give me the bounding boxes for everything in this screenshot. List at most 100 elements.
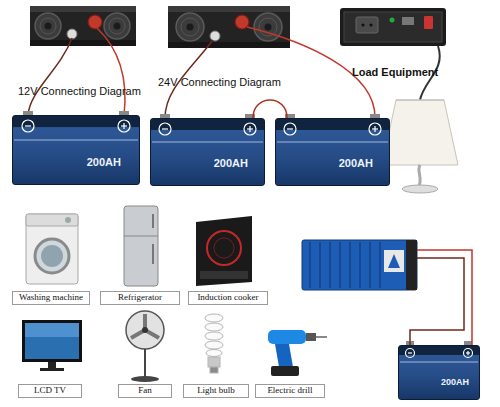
light-bulb [205,314,223,373]
inverter-front [424,16,433,29]
inverter-front [356,17,378,33]
inverter-blue [379,242,381,288]
inverter-front [369,23,372,26]
inverter-24v [168,6,290,48]
lcd-tv [25,323,79,337]
battery-stripe [152,142,263,143]
polarity-symbol [464,349,473,358]
washing-machine [41,245,63,267]
inverter-blue [388,254,400,268]
refrigerator [152,244,154,264]
inverter-12v [35,13,61,39]
electric-drill [316,336,327,338]
battery-box: 200AH [150,118,265,186]
inverter-blue [339,242,341,288]
polarity-symbol [22,120,34,132]
inverter-24v [235,15,249,29]
inverter-12v [104,13,130,39]
polarity-symbol [118,120,130,132]
polarity-symbol [466,352,470,353]
battery-stripe [400,362,478,363]
appliance-name: Induction cooker [197,293,258,303]
refrigerator [152,214,154,228]
induction-cooker [196,216,252,286]
polarity-symbol [22,120,473,358]
inverter-blue [369,242,371,288]
appliance-name: Fan [138,386,152,396]
lcd-tv [22,320,82,371]
polarity-symbol [123,123,124,129]
appliance-label-box: Induction cooker [188,291,268,305]
inverter-front [361,23,364,26]
polarity-symbol [287,128,293,129]
appliance-label-box: LCD TV [18,384,82,398]
battery-stripe [14,140,478,362]
washing-machine [65,217,71,223]
electric-drill [306,333,316,341]
inverter-24v [210,31,220,41]
inverter-front [340,8,446,46]
refrigerator [124,206,158,286]
polarity-symbol [244,123,256,135]
battery-box: 200AH [275,118,390,186]
diagram-label: Load Equipment [352,66,462,79]
washing-machine [26,214,78,284]
inverter-12v [45,23,52,30]
inverter-blue [309,242,311,288]
wire [410,250,472,345]
appliance-name: Refrigerator [118,293,162,303]
electric-drill [271,366,299,376]
inverter-24v [168,42,290,48]
light-bulb [205,341,223,349]
inverter-24v [168,6,290,12]
wire [97,28,125,115]
inverter-12v [30,6,136,12]
polarity-symbol [162,128,168,129]
lcd-tv [25,323,79,359]
lamp [402,185,438,193]
lamp [382,100,458,165]
wire [28,28,125,115]
fan [131,314,159,338]
wire [28,38,72,115]
polarity-symbol [159,123,171,135]
inverter-12v [40,18,56,34]
polarity-symbol [408,352,412,353]
lcd-tv [40,368,64,371]
inverter-blue [302,240,417,290]
washing-machine [26,214,78,284]
inverter-blue [406,240,417,290]
refrigerator [124,236,158,237]
inverter-front [402,17,414,25]
washing-machine [35,239,69,273]
battery-stripe [277,142,388,143]
inverter-12v [109,18,125,34]
inverter-24v [187,24,194,31]
appliance-label-box: Washing machine [12,291,90,305]
fan [142,327,148,333]
appliance-name: Washing machine [19,293,83,303]
induction-cooker [207,231,241,265]
inverter-blue [329,242,331,288]
induction-cooker [196,216,252,286]
polarity-symbol [25,125,31,126]
inverter-blue [319,242,321,288]
fan [126,311,164,349]
fan [131,376,159,382]
inverter-24v [176,13,204,41]
fan [144,349,146,378]
appliance-label-box: Fan [118,384,172,398]
light-bulb [206,350,222,357]
diagram-label: 12V Connecting Diagram [18,85,158,98]
battery-stripe [14,140,138,141]
lamp [382,100,458,193]
battery-capacity: 200AH [214,157,248,169]
inverter-12v [88,15,102,29]
inverter-front [344,12,442,42]
polarity-symbol [467,351,468,355]
electric-drill [268,330,327,376]
